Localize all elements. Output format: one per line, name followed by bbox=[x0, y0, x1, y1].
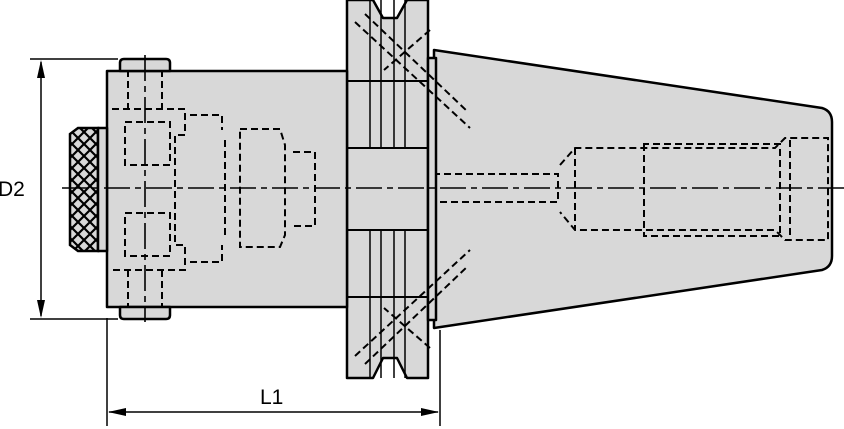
knurled-nut bbox=[68, 126, 109, 253]
main-body bbox=[105, 57, 349, 321]
flange bbox=[345, 0, 471, 380]
l1-dimension: L1 bbox=[106, 318, 441, 426]
l1-label: L1 bbox=[260, 386, 283, 409]
d2-label: D2 bbox=[0, 178, 25, 201]
d2-dimension: D2 bbox=[0, 58, 118, 320]
centerlines bbox=[62, 55, 844, 322]
taper-shank bbox=[312, 48, 834, 330]
